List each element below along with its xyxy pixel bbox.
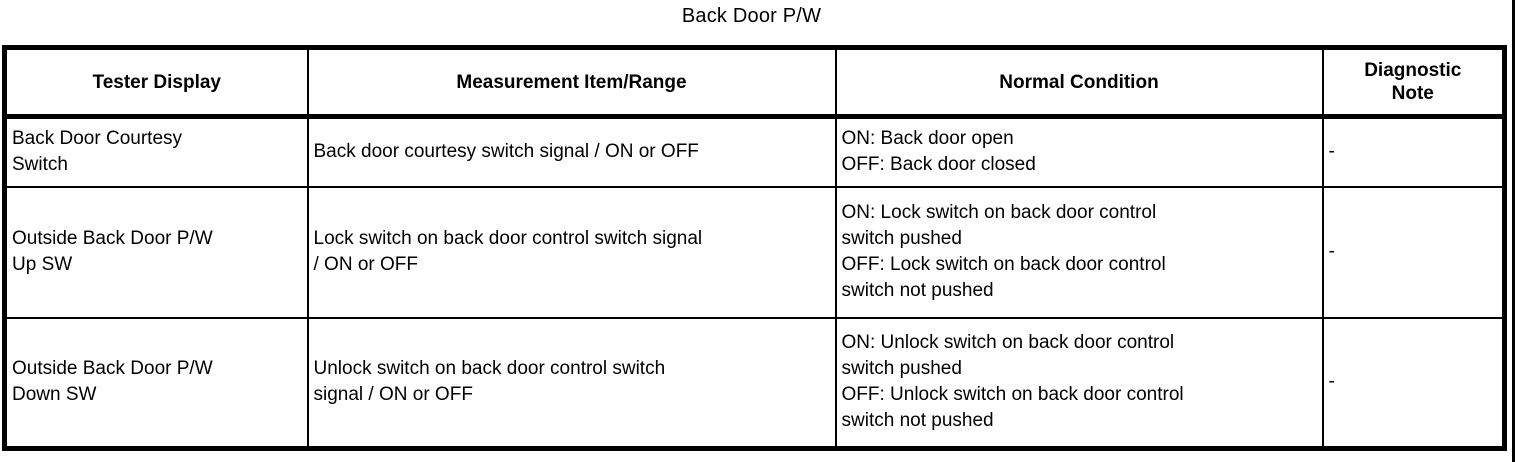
normal-condition-line-1: ON: Back door open <box>841 128 1014 150</box>
cell-measurement-item-range: Back door courtesy switch signal / ON or… <box>306 115 837 188</box>
tester-display-lines: Back Door Courtesy Switch <box>12 126 303 178</box>
table-header: Tester Display Measurement Item/Range No… <box>2 45 1507 119</box>
tester-display-lines: Outside Back Door P/W Up SW <box>12 226 303 278</box>
diagnostic-note-header-line-2: Note <box>1391 83 1434 104</box>
cell-diagnostic-note: - <box>1321 115 1507 188</box>
cell-normal-condition: ON: Unlock switch on back door control s… <box>834 316 1324 451</box>
cell-tester-display: Back Door Courtesy Switch <box>2 115 309 188</box>
spec-table: Tester Display Measurement Item/Range No… <box>2 45 1507 451</box>
measurement-lines: Unlock switch on back door control switc… <box>314 356 831 408</box>
tester-display-line-2: Switch <box>12 154 68 176</box>
normal-condition-line-3: OFF: Lock switch on back door control <box>841 254 1166 275</box>
normal-condition-line-2: switch pushed <box>841 358 962 380</box>
normal-condition-line-2: OFF: Back door closed <box>841 154 1036 176</box>
column-header-diagnostic-note: Diagnostic Note <box>1321 45 1507 119</box>
header-row: Tester Display Measurement Item/Range No… <box>2 45 1507 119</box>
normal-condition-lines: ON: Unlock switch on back door control s… <box>842 330 1318 434</box>
column-header-measurement-item-range: Measurement Item/Range <box>306 45 837 119</box>
diagnostic-note-value: - <box>1328 371 1335 393</box>
table-row: Outside Back Door P/W Down SW Unlock swi… <box>2 316 1507 451</box>
measurement-line-2: / ON or OFF <box>313 254 419 275</box>
table-body: Back Door Courtesy Switch Back door cour… <box>2 115 1507 451</box>
normal-condition-line-4: switch not pushed <box>841 410 994 432</box>
table-row: Back Door Courtesy Switch Back door cour… <box>2 115 1507 188</box>
normal-condition-line-1: ON: Unlock switch on back door control <box>841 332 1175 354</box>
cell-diagnostic-note: - <box>1321 316 1507 451</box>
tester-display-line-2: Up SW <box>12 254 73 275</box>
cell-normal-condition: ON: Lock switch on back door control swi… <box>834 185 1324 319</box>
tester-display-line-2: Down SW <box>12 384 97 406</box>
cell-tester-display: Outside Back Door P/W Down SW <box>2 316 309 451</box>
column-header-tester-display: Tester Display <box>2 45 309 119</box>
diagnostic-note-header-lines: Diagnostic Note <box>1328 59 1499 105</box>
cell-normal-condition: ON: Back door open OFF: Back door closed <box>834 115 1324 188</box>
tester-display-line-1: Outside Back Door P/W <box>12 358 213 380</box>
diagnostic-note-value: - <box>1328 141 1335 163</box>
diagnostic-note-value: - <box>1328 241 1335 262</box>
normal-condition-lines: ON: Lock switch on back door control swi… <box>842 200 1318 304</box>
page-margin-rule <box>1512 0 1515 462</box>
measurement-lines: Back door courtesy switch signal / ON or… <box>314 139 831 165</box>
table-row: Outside Back Door P/W Up SW Lock switch … <box>2 185 1507 319</box>
measurement-line-1: Unlock switch on back door control switc… <box>313 358 666 380</box>
normal-condition-line-1: ON: Lock switch on back door control <box>841 202 1157 223</box>
cell-diagnostic-note: - <box>1321 185 1507 319</box>
cell-measurement-item-range: Lock switch on back door control switch … <box>306 185 837 319</box>
measurement-lines: Lock switch on back door control switch … <box>314 226 831 278</box>
measurement-line-2: signal / ON or OFF <box>313 384 473 406</box>
table-title: Back Door P/W <box>681 5 822 27</box>
normal-condition-line-4: switch not pushed <box>841 280 994 301</box>
tester-display-line-1: Outside Back Door P/W <box>12 228 213 249</box>
cell-measurement-item-range: Unlock switch on back door control switc… <box>306 316 837 451</box>
normal-condition-lines: ON: Back door open OFF: Back door closed <box>842 126 1318 178</box>
tester-display-lines: Outside Back Door P/W Down SW <box>12 356 303 408</box>
normal-condition-line-3: OFF: Unlock switch on back door control <box>841 384 1184 406</box>
normal-condition-line-2: switch pushed <box>841 228 962 249</box>
cell-tester-display: Outside Back Door P/W Up SW <box>2 185 309 319</box>
diagnostic-note-header-line-1: Diagnostic <box>1364 60 1462 81</box>
measurement-line-1: Back door courtesy switch signal / ON or… <box>313 141 699 163</box>
tester-display-line-1: Back Door Courtesy <box>12 128 183 150</box>
measurement-line-1: Lock switch on back door control switch … <box>313 228 703 249</box>
column-header-normal-condition: Normal Condition <box>834 45 1324 119</box>
